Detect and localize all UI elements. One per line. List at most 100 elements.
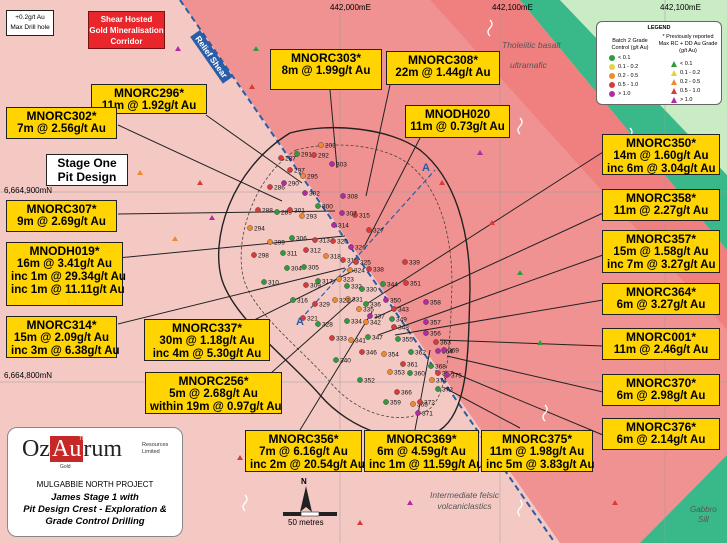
drill-hole-label: 302: [309, 191, 320, 198]
drill-hole-label: 291: [301, 152, 312, 159]
drill-hole-label: 303: [336, 162, 347, 169]
drill-hole-label: 309: [310, 283, 321, 290]
drill-hole-marker: [329, 335, 335, 341]
drill-hole-label: 369: [448, 348, 459, 355]
drill-hole-label: 299: [274, 240, 285, 247]
logo-resources-text: Resources Limited: [142, 442, 169, 455]
circle-icon: [609, 90, 615, 97]
drill-hole-label: 306: [296, 236, 307, 243]
callout-mnorc307: MNORC307*9m @ 2.69g/t Au: [6, 200, 117, 232]
logo-au-sub: Gold: [60, 464, 71, 470]
drill-hole-marker: [435, 386, 441, 392]
drill-hole-marker: [356, 306, 362, 312]
drill-hole-marker: [423, 319, 429, 325]
leader-lines: [117, 84, 604, 436]
drill-hole-label: 361: [407, 362, 418, 369]
drill-hole-label: 346: [366, 350, 377, 357]
drill-hole-label: 357: [430, 320, 441, 327]
drill-hole-label: 347: [372, 335, 383, 342]
drill-hole-marker: [428, 363, 434, 369]
drill-hole-marker: [444, 372, 450, 378]
drill-hole-marker: [423, 299, 429, 305]
triangle-icon: [671, 69, 677, 76]
drill-hole-label: 321: [307, 316, 318, 323]
drill-hole-label: 335: [363, 307, 374, 314]
drill-hole-label: 331: [352, 297, 363, 304]
drill-hole-marker: [267, 239, 273, 245]
circle-icon: [609, 72, 615, 79]
drill-hole-marker: [300, 173, 306, 179]
drill-hole-label: 286: [274, 185, 285, 192]
drill-hole-label: 326: [355, 245, 366, 252]
drill-hole-marker: [415, 410, 421, 416]
callout-mnorc303: MNORC303*8m @ 1.99g/t Au: [270, 49, 382, 90]
circle-icon: [609, 54, 615, 61]
scale-bar: [283, 511, 337, 517]
legend-item: 0.2 - 0.5: [609, 72, 638, 80]
drill-hole-label: 358: [430, 300, 441, 307]
drill-hole-label: 293: [306, 214, 317, 221]
drill-hole-label: 373: [442, 387, 453, 394]
drill-hole-marker: [348, 337, 354, 343]
drill-hole-marker: [274, 209, 280, 215]
northing-label: 6,664,900mN: [4, 186, 53, 195]
drill-hole-marker: [359, 349, 365, 355]
drill-hole-marker: [315, 321, 321, 327]
drill-hole-label: 359: [390, 400, 401, 407]
drill-hole-label: 310: [268, 280, 279, 287]
drill-hole-marker: [330, 238, 336, 244]
drill-hole-label: 371: [422, 411, 433, 418]
drill-hole-label: 353: [394, 370, 405, 377]
drill-hole-marker: [410, 401, 416, 407]
legend-item-label: 0.5 - 1.0: [680, 88, 701, 94]
legend-item-label: < 0.1: [618, 55, 631, 61]
legend-item: > 1.0: [609, 90, 630, 98]
drill-hole-marker: [357, 377, 363, 383]
drill-hole-label: 349: [396, 317, 407, 324]
drill-hole-marker: [280, 250, 286, 256]
drill-hole-label: 338: [373, 267, 384, 274]
drill-hole-label: 322: [339, 298, 350, 305]
drill-hole-marker: [312, 237, 318, 243]
drill-hole-label: 288: [262, 208, 273, 215]
drill-hole-marker: [315, 203, 321, 209]
drill-hole-marker: [302, 190, 308, 196]
legend-item-label: < 0.1: [680, 61, 693, 67]
drill-hole-marker: [359, 286, 365, 292]
callout-mnorc376: MNORC376*6m @ 2.14g/t Au: [602, 418, 720, 450]
drill-hole-label: 298: [258, 253, 269, 260]
drill-hole-marker: [329, 161, 335, 167]
drill-hole-label: 308: [347, 194, 358, 201]
section-marker-a: A: [422, 162, 430, 174]
drill-hole-label: 297: [294, 168, 305, 175]
drill-hole-label: 327: [373, 228, 384, 235]
drill-hole-label: 362: [415, 350, 426, 357]
drill-hole-marker: [383, 297, 389, 303]
drill-hole-marker: [267, 184, 273, 190]
drill-hole-label: 342: [370, 320, 381, 327]
drill-hole-marker: [380, 281, 386, 287]
legend-item-label: 0.2 - 0.5: [680, 79, 701, 85]
drill-hole-label: 290: [288, 181, 299, 188]
drill-hole-label: 336: [370, 302, 381, 309]
drill-hole-marker: [344, 318, 350, 324]
drill-hole-label: 354: [388, 352, 399, 359]
drill-hole-marker: [299, 213, 305, 219]
drill-hole-marker: [441, 347, 447, 353]
drill-hole-label: 314: [338, 223, 349, 230]
legend-item: < 0.1: [609, 54, 630, 62]
company-logo: OzAurum: [22, 436, 122, 462]
legend-item: 0.1 - 0.2: [671, 69, 700, 77]
gabbro-band: [640, 455, 727, 543]
easting-label: 442,000mE: [330, 3, 371, 12]
legend-item-label: > 1.0: [618, 91, 631, 97]
drill-hole-label: 340: [340, 358, 351, 365]
legend-header-left: Batch 2 Grade Control (g/t Au): [611, 38, 649, 51]
drill-hole-label: 295: [307, 174, 318, 181]
drill-hole-marker: [435, 370, 441, 376]
drill-hole-marker: [278, 155, 284, 161]
